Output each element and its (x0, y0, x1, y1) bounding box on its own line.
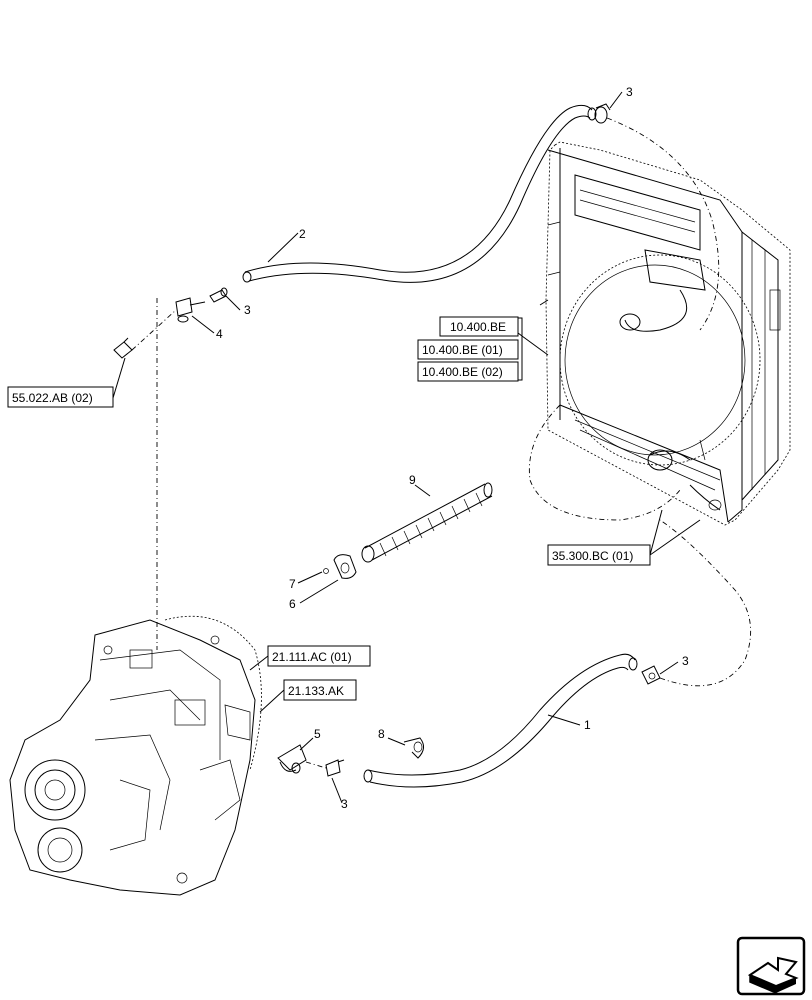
sensor-fitting (113, 337, 133, 359)
reference-21111[interactable]: 21.111.AC (01) (267, 645, 371, 667)
leader-dash-top (606, 117, 720, 331)
clamp-right (641, 665, 661, 685)
reference-label: 21.111.AC (01) (272, 650, 352, 664)
callout-9: 9 (409, 473, 416, 487)
callout-3: 3 (682, 654, 689, 668)
callout-5: 5 (314, 727, 321, 741)
leader-dash-bottom (305, 761, 327, 769)
next-page-arrow-icon[interactable] (736, 936, 806, 996)
radiator-assembly (539, 141, 791, 526)
callout-3: 3 (341, 797, 348, 811)
cable-tie (403, 737, 424, 759)
clamp-bottom (325, 759, 345, 777)
hose-lower (363, 653, 638, 788)
reference-10400[interactable]: 10.400.BE (439, 316, 519, 337)
callout-3: 3 (626, 85, 633, 99)
callout-1: 1 (584, 718, 591, 732)
reference-10400-02[interactable]: 10.400.BE (02) (417, 361, 519, 382)
clamp-top (594, 103, 611, 124)
reference-label: 10.400.BE (02) (422, 365, 503, 379)
reference-label: 21.133.AK (288, 684, 344, 698)
callout-8: 8 (378, 727, 385, 741)
callout-3: 3 (244, 303, 251, 317)
hose-upper (242, 104, 597, 283)
leader-dash-right (659, 519, 752, 687)
clip (323, 554, 357, 579)
reference-bracket (518, 317, 523, 381)
leader-dash-sensor (131, 309, 177, 351)
reference-10400-01[interactable]: 10.400.BE (01) (417, 339, 519, 360)
reference-35300[interactable]: 35.300.BC (01) (547, 544, 651, 566)
reference-label: 10.400.BE (01) (422, 343, 503, 357)
transmission (9, 615, 262, 896)
callout-4: 4 (216, 327, 223, 341)
callout-6: 6 (289, 597, 296, 611)
leader-dash-loop (528, 404, 681, 521)
sleeve (361, 482, 493, 563)
reference-21133[interactable]: 21.133.AK (283, 679, 357, 701)
reference-label: 10.400.BE (450, 320, 506, 334)
callout-7: 7 (289, 577, 296, 591)
callout-2: 2 (299, 227, 306, 241)
reference-label: 55.022.AB (02) (12, 391, 93, 405)
fitting-tee (175, 287, 228, 323)
reference-55022[interactable]: 55.022.AB (02) (7, 386, 114, 408)
reference-label: 35.300.BC (01) (552, 549, 633, 563)
fitting-elbow (277, 744, 307, 774)
